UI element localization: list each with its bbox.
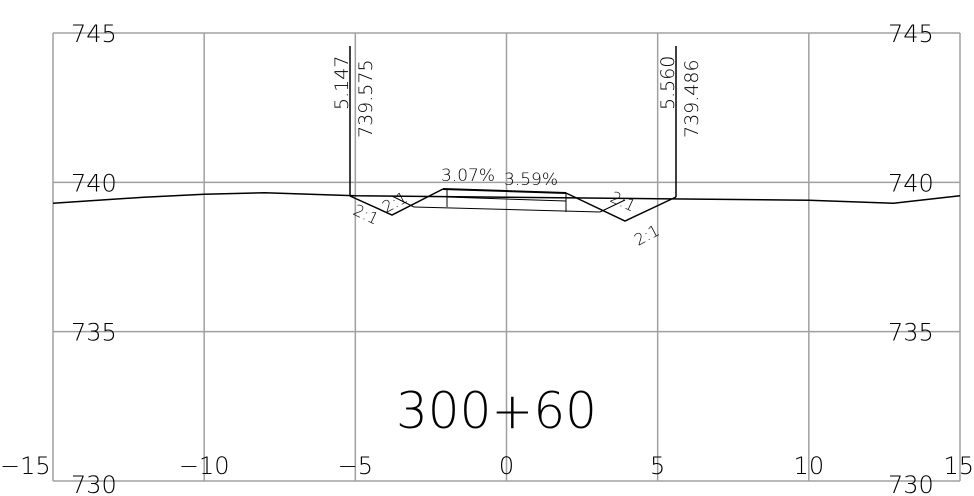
left-ditch [349,188,444,216]
y-tick-label-right: 740 [888,169,934,197]
y-tick-label-left: 735 [71,319,117,347]
right-offset-label: 5.560 [657,56,679,110]
station-label: 300+60 [396,382,597,440]
y-tick-label-left: 740 [71,169,117,197]
left-offset-label: 5.147 [331,56,353,110]
right-ditch [565,192,677,222]
y-tick-label-left: 730 [71,471,117,496]
x-tick-label: 5 [650,452,665,480]
ground-profile [52,192,961,204]
left-fill-slope [391,195,415,208]
x-tick-label: −15 [0,452,51,480]
right-fill-slope [599,199,626,213]
left-cross-slope-label: 3.07% [441,166,495,186]
right-cross-slope-label: 3.59% [504,170,558,190]
right-inner-slope-label: 2:1 [607,187,638,215]
left-inner-slope-label: 2:1 [379,188,411,217]
y-tick-label-right: 735 [888,319,934,347]
y-tick-label-left: 745 [71,20,117,48]
subgrade-line [413,206,601,213]
x-tick-label: 10 [794,452,825,480]
x-tick-label: −10 [179,452,230,480]
y-tick-label-right: 745 [888,20,934,48]
x-tick-label: −5 [338,452,373,480]
x-tick-label: 0 [499,452,514,480]
road-template [349,46,677,222]
axis-tick-labels: −15 −10 −5 0 5 10 15 745 745 740 740 735 735 730 730 [0,20,974,496]
left-elevation-label: 739.575 [355,59,377,138]
pavement-top [442,188,567,194]
right-elevation-label: 739.486 [681,59,703,138]
grid-lines [52,32,961,482]
x-tick-label: 15 [943,452,974,480]
ground-line [52,192,961,204]
pavement-bottom [446,196,567,202]
y-tick-label-right: 730 [888,471,934,496]
